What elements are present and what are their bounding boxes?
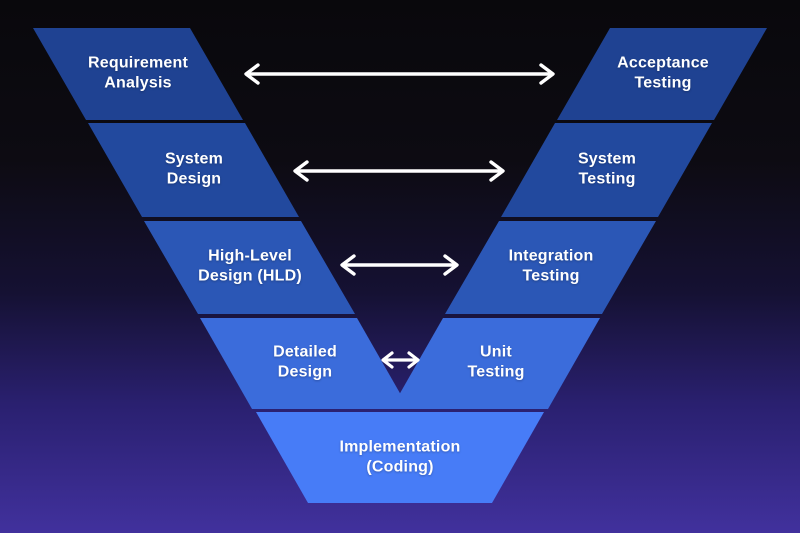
block-implementation bbox=[256, 412, 544, 503]
block-system-testing bbox=[501, 123, 712, 217]
block-unit-testing bbox=[391, 318, 600, 409]
block-detailed-design bbox=[200, 318, 409, 409]
block-system-design bbox=[88, 123, 299, 217]
bidirectional-arrow-row3 bbox=[340, 254, 459, 276]
bidirectional-arrow-row1 bbox=[244, 63, 555, 85]
block-acceptance-testing bbox=[557, 28, 767, 120]
block-high-level-design bbox=[144, 221, 355, 314]
block-integration-testing bbox=[445, 221, 656, 314]
bidirectional-arrow-row2 bbox=[293, 160, 505, 182]
bidirectional-arrow-row4 bbox=[381, 351, 420, 369]
block-requirement-analysis bbox=[33, 28, 243, 120]
